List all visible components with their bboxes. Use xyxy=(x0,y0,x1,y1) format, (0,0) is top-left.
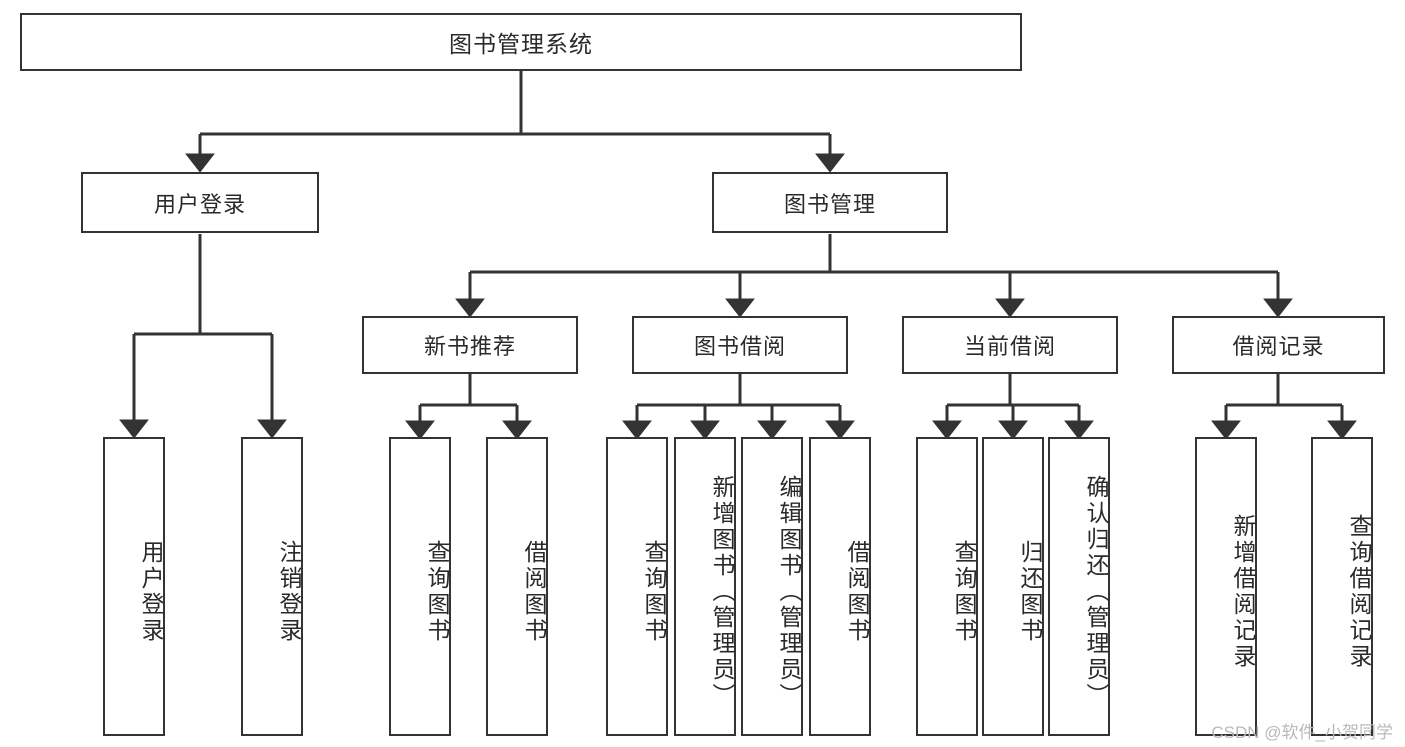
leaf-borrow-book-newbook[interactable]: 借阅图书 xyxy=(486,437,548,736)
leaf-query-borrow-record[interactable]: 查询借阅记录 xyxy=(1311,437,1373,736)
leaf-edit-book-admin[interactable]: 编辑图书（管理员） xyxy=(741,437,803,736)
leaf-query-book-borrow[interactable]: 查询图书 xyxy=(606,437,668,736)
leaf-confirm-return-admin[interactable]: 确认归还（管理员） xyxy=(1048,437,1110,736)
leaf-borrow-book-borrow[interactable]: 借阅图书 xyxy=(809,437,871,736)
leaf-return-book[interactable]: 归还图书 xyxy=(982,437,1044,736)
node-user-login[interactable]: 用户登录 xyxy=(81,172,319,233)
node-borrowing-records[interactable]: 借阅记录 xyxy=(1172,316,1385,374)
node-book-management[interactable]: 图书管理 xyxy=(712,172,948,233)
leaf-query-book-current[interactable]: 查询图书 xyxy=(916,437,978,736)
node-root-system[interactable]: 图书管理系统 xyxy=(20,13,1022,71)
leaf-add-book-admin[interactable]: 新增图书（管理员） xyxy=(674,437,736,736)
node-current-borrowing[interactable]: 当前借阅 xyxy=(902,316,1118,374)
node-book-borrowing[interactable]: 图书借阅 xyxy=(632,316,848,374)
leaf-query-book-newbook[interactable]: 查询图书 xyxy=(389,437,451,736)
leaf-logout[interactable]: 注销登录 xyxy=(241,437,303,736)
csdn-watermark: CSDN @软件_小贺同学 xyxy=(1211,723,1393,742)
node-new-book-recommendation[interactable]: 新书推荐 xyxy=(362,316,578,374)
leaf-user-login[interactable]: 用户登录 xyxy=(103,437,165,736)
leaf-add-borrow-record[interactable]: 新增借阅记录 xyxy=(1195,437,1257,736)
